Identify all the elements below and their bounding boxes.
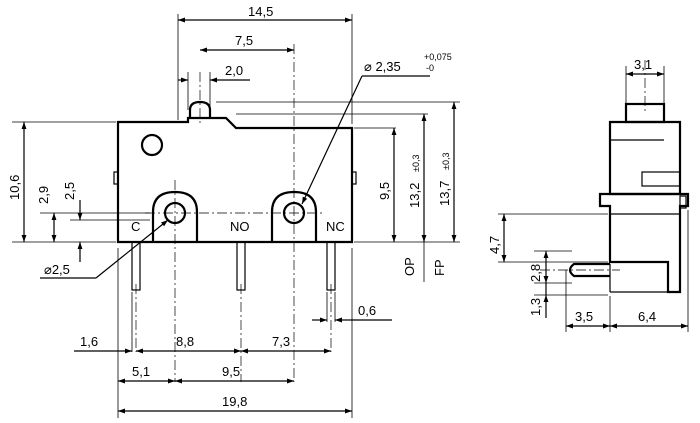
dim-small-hole: ⌀2,5	[44, 262, 70, 277]
dim-7-3: 7,3	[272, 334, 290, 349]
dim-14-5: 14,5	[248, 4, 273, 19]
side-plunger	[624, 102, 666, 124]
leader-hole-diameter	[301, 75, 363, 205]
leader-small-hole	[95, 219, 169, 279]
terminal-lug-left	[151, 190, 199, 242]
dim-10-6: 10,6	[7, 175, 22, 200]
dim-5-1: 5,1	[132, 364, 150, 379]
dim-13-7: 13,7	[437, 181, 452, 206]
dim-hole-tol-plus: +0,075	[424, 52, 452, 62]
terminal-label-c: C	[131, 219, 140, 234]
dim-1-6: 1,6	[80, 334, 98, 349]
dim-2-9: 2,9	[36, 186, 51, 204]
side-dim-4-7: 4,7	[487, 236, 502, 254]
terminal-label-no: NO	[230, 219, 250, 234]
dim-13-7-tol: ±0,3	[441, 153, 451, 170]
side-slot	[641, 171, 681, 187]
side-view: 3,1 4,7 2,8 1,3 3,5 6,4	[487, 57, 690, 332]
side-lower-body	[598, 192, 690, 294]
front-view: C NO NC 14,5 7,5	[7, 4, 460, 418]
terminal-label-nc: NC	[326, 219, 345, 234]
dim-19-8: 19,8	[222, 394, 247, 409]
dim-9-5-bottom: 9,5	[222, 364, 240, 379]
pin-c	[131, 241, 141, 291]
dim-7-5: 7,5	[235, 33, 253, 48]
side-notch-right	[679, 195, 687, 209]
notch-right	[351, 171, 357, 185]
dim-9-5-right: 9,5	[377, 182, 392, 200]
pin-nc	[326, 241, 336, 291]
side-terminal	[568, 262, 610, 278]
mounting-hole-small	[140, 133, 164, 157]
dim-13-2: 13,2	[407, 183, 422, 208]
side-upper-body	[608, 120, 682, 196]
notch-left	[113, 171, 119, 185]
pin-no	[236, 241, 246, 291]
label-op: OP	[402, 257, 417, 276]
side-dim-3-5: 3,5	[575, 309, 593, 324]
dim-0-6: 0,6	[358, 303, 376, 318]
label-fp: FP	[432, 259, 447, 276]
dim-hole-tol-minus: -0	[426, 63, 434, 73]
terminal-lug-right	[270, 190, 318, 242]
side-dim-6-4: 6,4	[638, 309, 656, 324]
side-dim-1-3: 1,3	[528, 298, 543, 316]
dim-2-5: 2,5	[62, 182, 77, 200]
dim-13-2-tol: ±0,3	[411, 155, 421, 172]
dim-8-8: 8,8	[176, 334, 194, 349]
actuator-button	[188, 100, 212, 118]
dim-2-0: 2,0	[225, 63, 243, 78]
dim-hole-diameter: ⌀ 2,35	[364, 59, 401, 74]
side-dim-2-8: 2,8	[528, 264, 543, 282]
side-dim-3-1: 3,1	[634, 57, 652, 72]
